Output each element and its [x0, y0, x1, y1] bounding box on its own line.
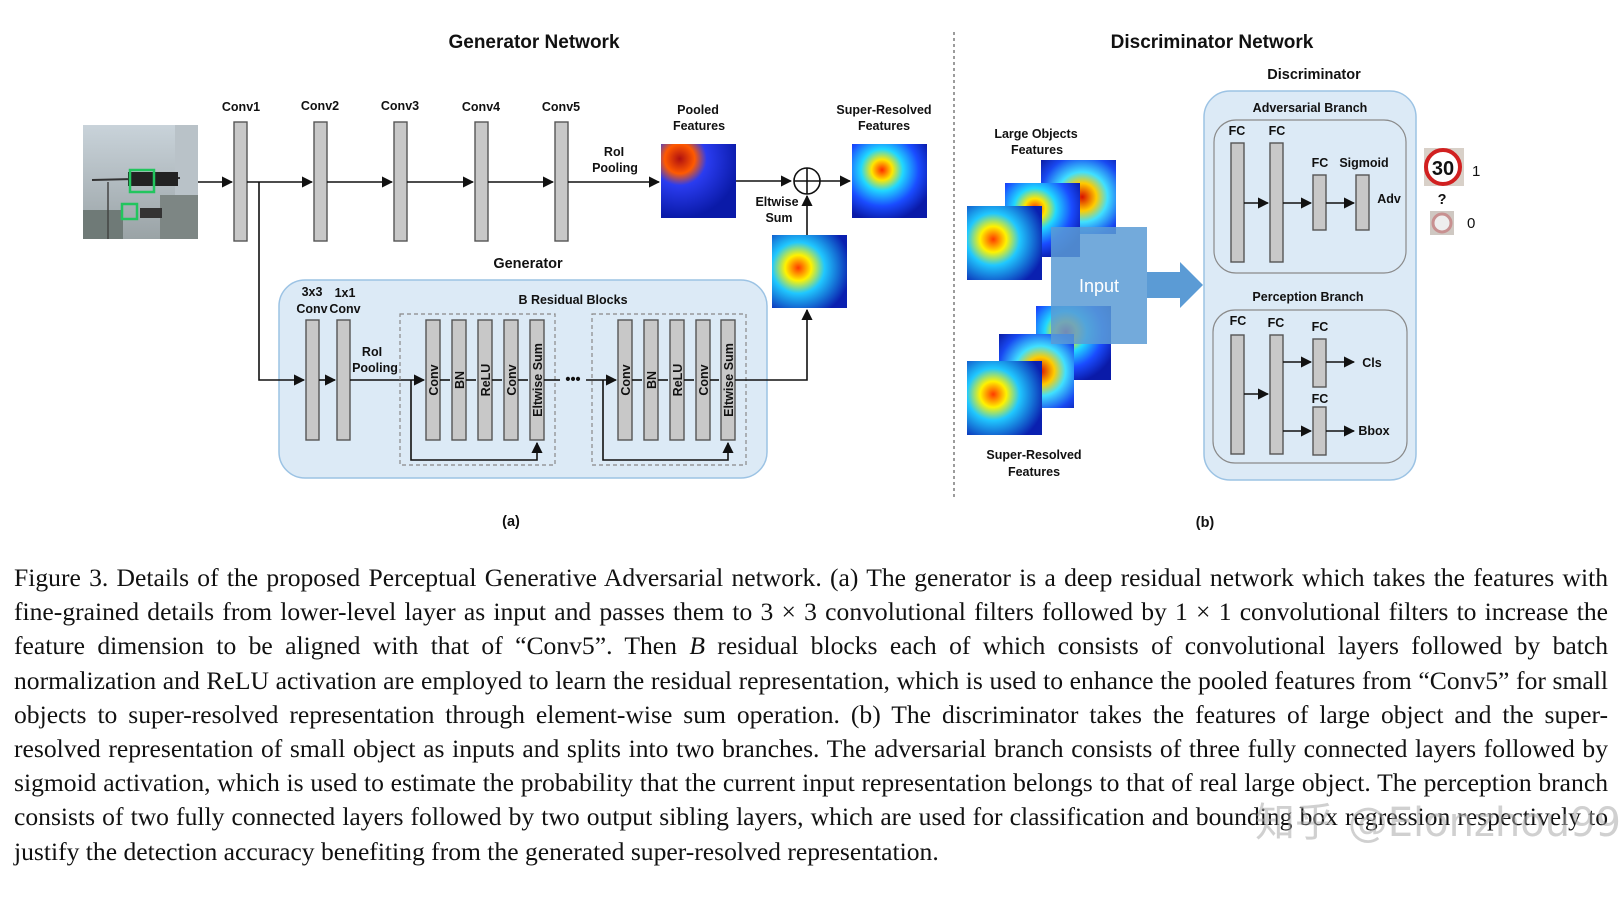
adv-fc2-label: FC	[1269, 124, 1286, 138]
per-fc4-label: FC	[1312, 392, 1329, 406]
roi-pooling-top-label-1: RoI	[604, 145, 624, 159]
conv2-layer	[313, 121, 328, 242]
conv4-label: Conv4	[462, 100, 500, 114]
bbox-label: Bbox	[1358, 424, 1389, 438]
block2-relu: ReLU	[671, 364, 685, 397]
output-zero: 0	[1467, 215, 1475, 232]
super-resolved-top-label-1: Super-Resolved	[836, 103, 931, 117]
adv-fc1-layer	[1230, 142, 1245, 263]
per-fc2-layer	[1269, 334, 1284, 455]
output-one: 1	[1472, 163, 1480, 180]
input-box	[1051, 227, 1147, 344]
large-objects-features-stack	[967, 160, 1116, 280]
cls-label: Cls	[1362, 356, 1382, 370]
per-fc2-label: FC	[1268, 316, 1285, 330]
block1-bn: BN	[453, 371, 467, 389]
adversarial-branch-label: Adversarial Branch	[1253, 101, 1368, 115]
roi-pooling-gen-label-2: Pooling	[352, 361, 398, 375]
speed-limit-sign-icon: 30	[1424, 148, 1464, 186]
roi-pooling-top-label-2: Pooling	[592, 161, 638, 175]
figure-caption: Figure 3. Details of the proposed Percep…	[14, 561, 1608, 869]
super-resolved-bottom-label-2: Features	[1008, 465, 1060, 479]
adversarial-branch-box	[1213, 119, 1407, 274]
block1-relu: ReLU	[479, 364, 493, 397]
super-resolved-features-heatmap	[852, 144, 927, 218]
blurred-sign-icon	[1430, 211, 1454, 235]
pooled-features-label-2: Features	[673, 119, 725, 133]
large-objects-label-2: Features	[1011, 143, 1063, 157]
block2-bn: BN	[645, 371, 659, 389]
bbox-fc-layer	[1312, 406, 1327, 456]
roi-pooling-gen-label-1: RoI	[362, 345, 382, 359]
residual-blocks-label: B Residual Blocks	[518, 293, 627, 307]
sigmoid-label: Sigmoid	[1339, 156, 1388, 170]
perception-branch-box	[1212, 309, 1408, 464]
block1-conv-a: Conv	[427, 364, 441, 395]
figure-diagram: Generator Network Discriminator Network …	[83, 32, 1480, 531]
conv-1x1-label-1: 1x1	[335, 286, 356, 300]
conv-3x3-layer	[305, 319, 320, 441]
adv-label: Adv	[1377, 192, 1401, 206]
super-resolved-bottom-label-1: Super-Resolved	[986, 448, 1081, 462]
sigmoid-layer	[1355, 174, 1370, 231]
perception-branch-label: Perception Branch	[1252, 290, 1363, 304]
conv2-label: Conv2	[301, 99, 339, 113]
panel-b-label: (b)	[1196, 515, 1215, 531]
question-mark: ?	[1438, 192, 1447, 208]
panel-a-label: (a)	[502, 514, 520, 530]
conv-3x3-label-2: Conv	[296, 302, 327, 316]
large-objects-label-1: Large Objects	[994, 127, 1077, 141]
caption-part-2: residual blocks each of which consists o…	[14, 631, 1609, 866]
conv5-layer	[554, 121, 569, 242]
speed-limit-value: 30	[1432, 158, 1454, 180]
residual-heatmap	[772, 235, 847, 308]
block2-conv-a: Conv	[619, 364, 633, 395]
per-fc1-layer	[1230, 334, 1245, 455]
conv1-label: Conv1	[222, 100, 260, 114]
block1-conv-b: Conv	[505, 364, 519, 395]
adv-fc1-label: FC	[1229, 124, 1246, 138]
discriminator-network-title: Discriminator Network	[1111, 32, 1314, 53]
conv5-label: Conv5	[542, 100, 580, 114]
caption-variable-b: B	[689, 631, 705, 661]
residual-block-1: Conv BN ReLU Conv Eltwise Sum	[399, 313, 556, 466]
super-resolved-top-label-2: Features	[858, 119, 910, 133]
block2-conv-b: Conv	[697, 364, 711, 395]
blocks-ellipsis: •••	[565, 372, 580, 388]
cls-fc-layer	[1312, 338, 1327, 388]
residual-block-2: Conv BN ReLU Conv Eltwise Sum	[591, 313, 747, 466]
per-fc1-label: FC	[1230, 314, 1247, 328]
block2-eltwise-sum: Eltwise Sum	[722, 343, 736, 417]
conv-1x1-label-2: Conv	[329, 302, 360, 316]
conv-3x3-label-1: 3x3	[302, 285, 323, 299]
input-photo	[83, 125, 198, 239]
block1-eltwise-sum: Eltwise Sum	[531, 343, 545, 417]
input-arrow	[1147, 262, 1203, 308]
small-object-box	[120, 202, 139, 221]
generator-network-title: Generator Network	[448, 32, 619, 53]
conv3-layer	[393, 121, 408, 242]
discriminator-label: Discriminator	[1267, 67, 1361, 83]
adv-fc3-layer	[1312, 174, 1327, 231]
adv-fc2-layer	[1269, 142, 1284, 263]
pooled-features-label-1: Pooled	[677, 103, 719, 117]
caption-part-1: Figure 3. Details of the proposed Percep…	[14, 563, 1608, 661]
large-object-box	[128, 168, 156, 194]
generator-label: Generator	[493, 256, 563, 272]
per-fc3-label: FC	[1312, 320, 1329, 334]
eltwise-sum-label-2: Sum	[765, 211, 792, 225]
conv-backbone: Conv1 Conv2 Conv3 Conv4 Conv5	[222, 99, 661, 242]
conv-1x1-layer	[336, 319, 351, 441]
eltwise-sum-node	[793, 167, 821, 195]
input-label: Input	[1079, 276, 1119, 296]
adv-fc3-label: FC	[1312, 156, 1329, 170]
conv4-layer	[474, 121, 489, 242]
pooled-features-heatmap	[661, 144, 736, 218]
eltwise-sum-label-1: Eltwise	[755, 195, 798, 209]
conv1-layer	[233, 121, 248, 242]
conv3-label: Conv3	[381, 99, 419, 113]
